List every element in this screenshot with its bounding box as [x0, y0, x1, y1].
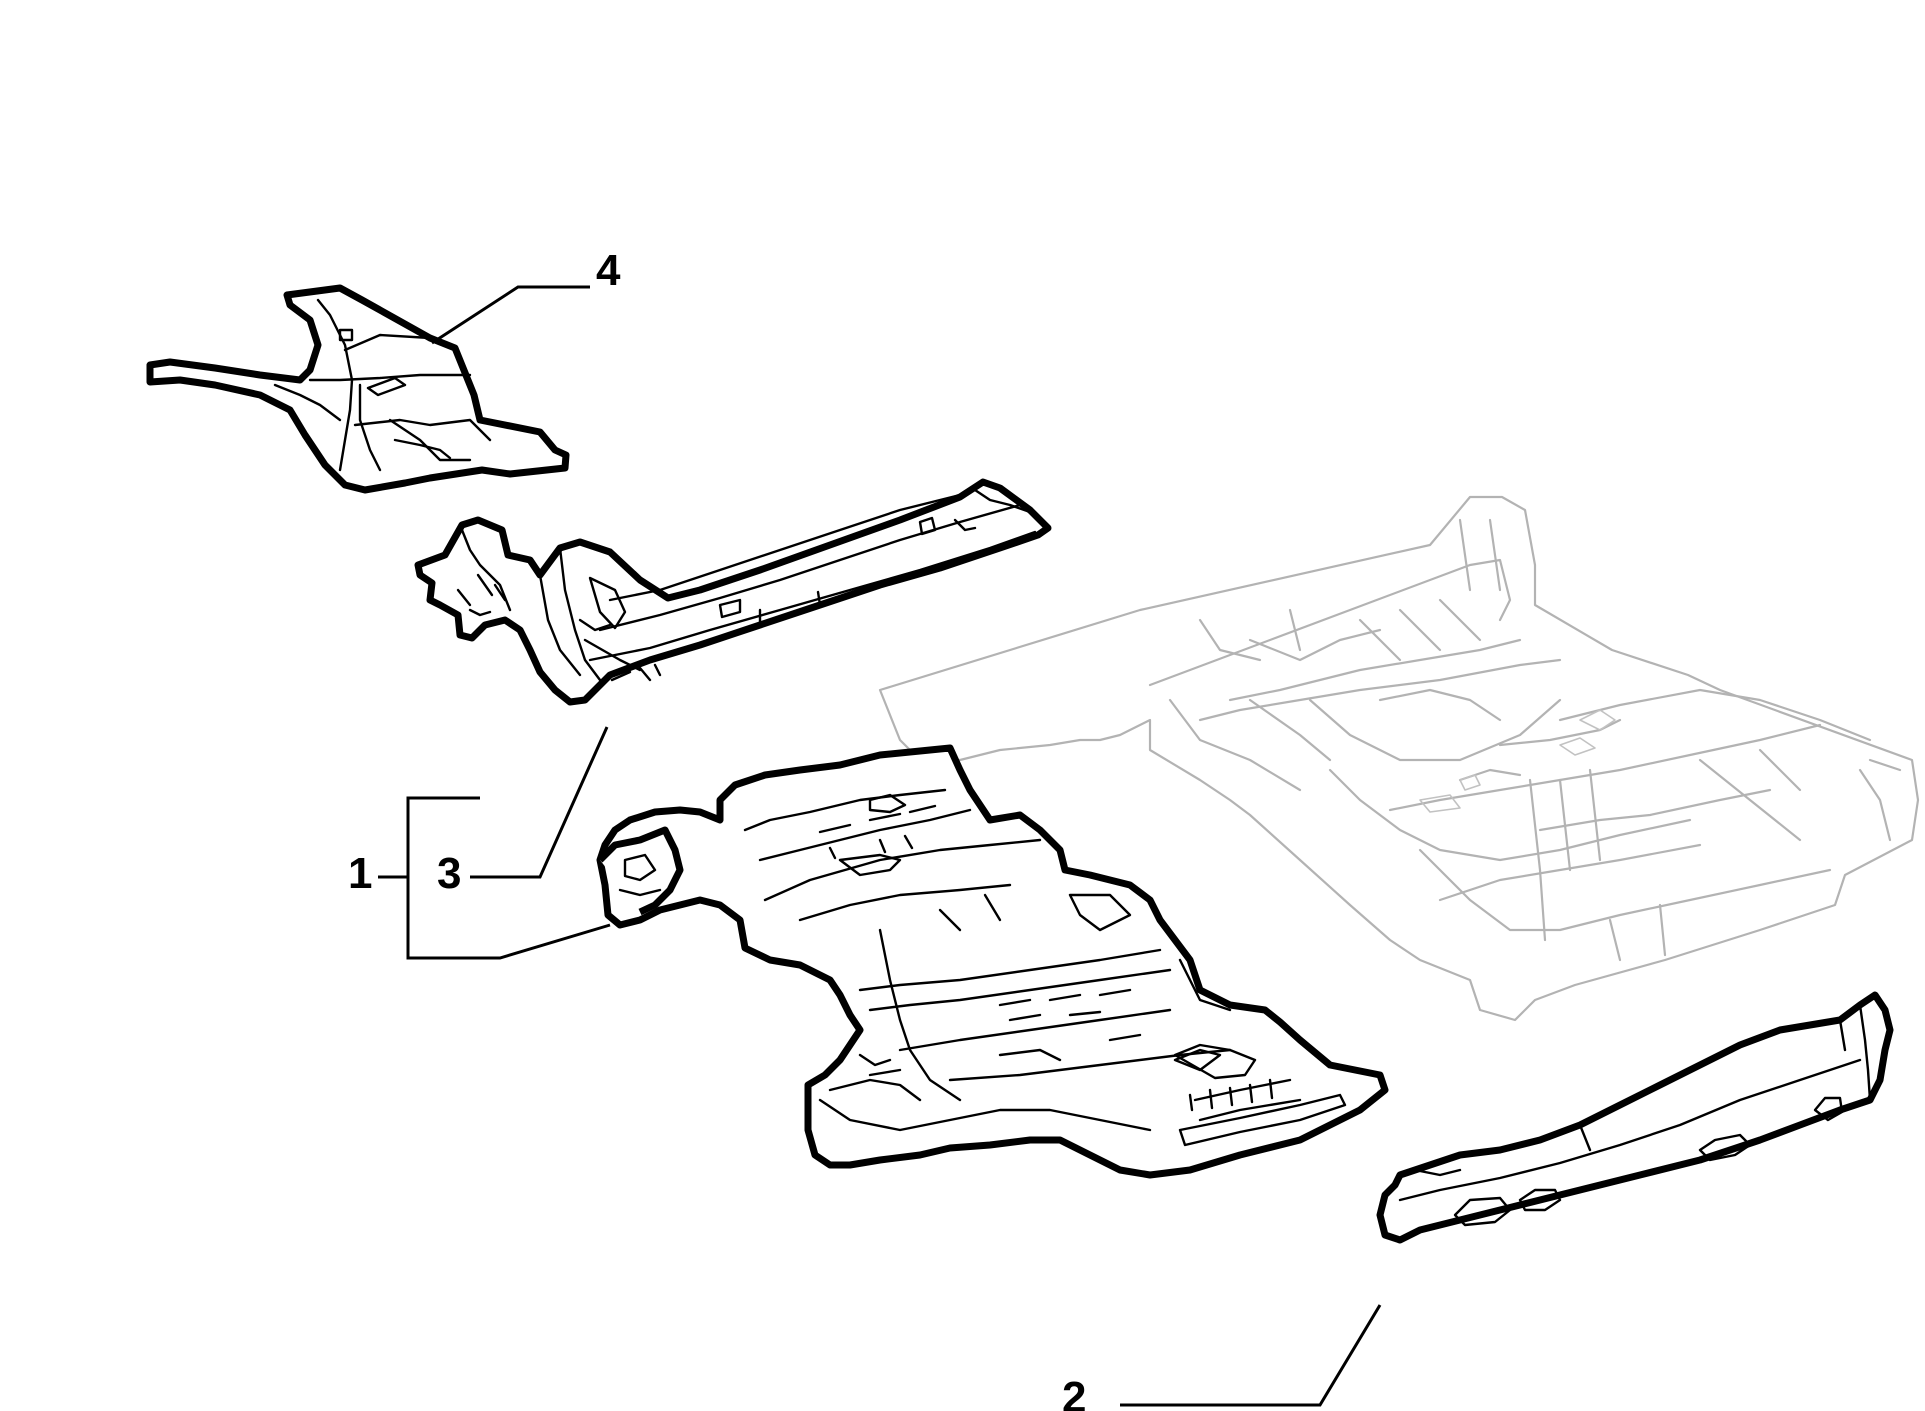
leader-lines [378, 285, 1382, 1407]
callout-2: 2 [1062, 1373, 1086, 1411]
part-3-side-rail [414, 478, 1052, 706]
leader-line-4 [431, 285, 590, 345]
leader-line-3 [470, 726, 609, 879]
part-1-floor-panel [596, 744, 1389, 1179]
callout-labels: 4 3 1 2 [348, 246, 1086, 1411]
callout-4: 4 [596, 246, 621, 295]
part-2-sill-reinforcement [1376, 991, 1894, 1244]
leader-line-2 [1120, 1304, 1382, 1407]
callout-1: 1 [348, 849, 372, 898]
part-4-rail-bracket [146, 284, 570, 494]
callout-3: 3 [437, 849, 461, 898]
bracket-1 [406, 796, 611, 960]
